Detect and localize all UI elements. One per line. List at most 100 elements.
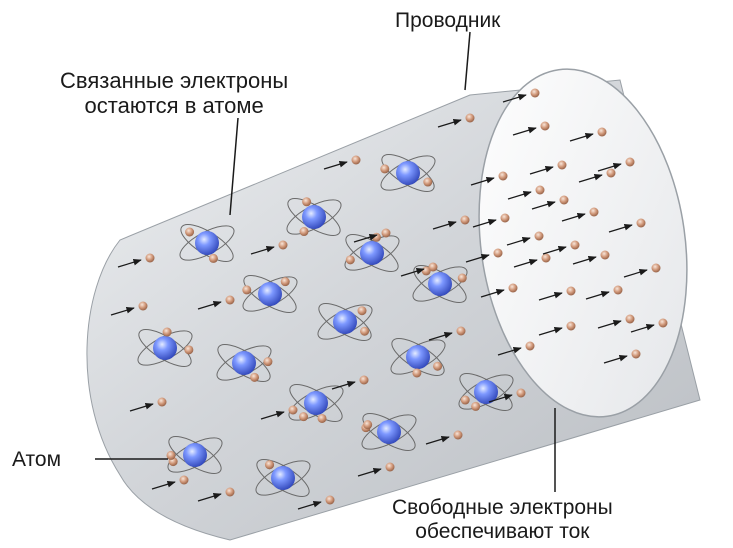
conductor-leader-line [464,31,471,91]
atom [288,384,344,423]
atom [137,327,194,367]
electron-flow-arrow [603,354,628,364]
bound-electron [357,306,367,316]
electron-flow-arrow [597,162,622,172]
free-electron [569,127,607,142]
free-electron-dot [288,405,298,415]
free-electron [353,228,391,243]
free-electron [585,285,623,300]
free-electron-dot [613,285,623,295]
free-electron-dot [460,215,470,225]
conductor-label: Проводник [395,8,500,33]
free-electrons-label: Свободные электроны обеспечивают ток [392,496,613,544]
bound-electrons-leader-line [229,117,239,216]
free-electron [561,207,599,222]
free-electron [331,375,369,390]
free-electron-dot [385,462,395,472]
atom-nucleus [304,391,328,415]
electron-flow-arrow [470,176,495,186]
atom-nucleus [195,231,219,255]
free-electron-dot [428,262,438,272]
electron-flow-arrow [400,267,425,277]
free-electron [151,475,189,490]
atom [166,436,223,474]
electron-flow-arrow [608,223,633,233]
free-electron [507,185,545,200]
atom [286,197,342,237]
electron-flow-arrow [117,258,142,268]
bound-electron [162,327,172,337]
free-electron-dot [636,218,646,228]
free-electron-dot [557,160,567,170]
free-electron [110,301,148,316]
atom [216,344,273,382]
free-electron [538,286,576,301]
free-electron-dot [359,375,369,385]
electron-flow-arrow [623,268,648,278]
free-electron-dot [381,228,391,238]
free-electron [512,121,550,136]
bound-electron [250,372,260,382]
free-electron-dot [606,168,616,178]
electron-flow-arrow [472,218,497,228]
free-electron-dot [651,263,661,273]
atom [179,224,235,263]
free-electron-dot [508,283,518,293]
free-electron [542,240,580,255]
free-electron-dot [658,318,668,328]
atom [458,373,514,411]
free-electron [400,262,438,277]
free-electron-dot [453,430,463,440]
free-electron [472,213,510,228]
electron-flow-arrow [331,380,356,390]
atom-nucleus [333,310,357,334]
electron-flow-arrow [531,200,556,210]
free-electron-dot [570,240,580,250]
bound-electrons-label-line-1: Связанные электроны [60,68,289,93]
bound-electron [363,420,373,430]
bound-electron [185,227,195,237]
bound-electron [242,285,252,295]
electron-flow-arrow [513,258,538,268]
electron-flow-arrow [297,500,322,510]
free-electrons-label-line-2: обеспечивают ток [415,520,590,543]
free-electron [529,160,567,175]
bound-electron [280,277,290,287]
electron-flow-arrow [506,236,531,246]
bound-electron [265,460,275,470]
free-electron-dot [597,127,607,137]
free-electron-dot [500,213,510,223]
free-electron [572,250,610,265]
free-electron-dot [493,248,503,258]
free-electrons-label-line-1: Свободные электроны [392,496,613,519]
atom-nucleus [258,282,282,306]
atom [317,303,373,341]
electron-flow-arrow [561,212,586,222]
free-electron [506,231,544,246]
electron-flow-arrow [502,93,527,103]
bound-electron [457,273,467,283]
electron-flow-arrow [480,288,505,298]
electron-flow-arrow [432,220,457,230]
atom-nucleus [428,272,452,296]
electron-flow-arrow [323,160,348,170]
atom-nucleus [406,345,430,369]
free-electron [578,168,616,183]
electron-flow-arrow [597,319,622,329]
free-electron [197,487,235,502]
electron-flow-arrow [585,290,610,300]
electron-flow-arrow [250,245,275,255]
free-electron-dot [540,121,550,131]
free-electron [597,157,635,172]
bound-electron [166,450,176,460]
bound-electron [371,232,381,242]
bound-electron [317,413,327,423]
free-electron [129,397,167,412]
free-electron [250,240,288,255]
free-electron [608,218,646,233]
electron-flow-arrow [437,118,462,128]
free-electron [470,171,508,186]
atom [255,459,311,497]
bound-electron [471,401,481,411]
free-electron [357,462,395,477]
